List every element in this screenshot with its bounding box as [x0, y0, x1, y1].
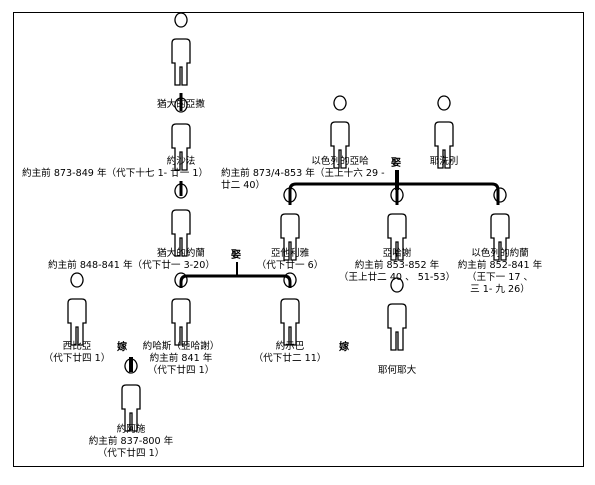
person-label-joram-israel: 以色列的約蘭約主前 852-841 年（王下一 17 、三 1- 九 26）	[457, 248, 543, 295]
wed-tag-jehosheba: 嫁	[339, 342, 349, 353]
person-label-ahab: 以色列的亞哈	[311, 156, 369, 167]
person-dates-jehoshaphat-2: 約主前 873/4-853 年（王上十六 29 -廿二 40）	[221, 168, 385, 191]
person-figure-ahaziah-judah	[171, 272, 191, 346]
person-label-ahaziah-israel: 亞哈謝約主前 853-852 年（王上廿二 40 、 51-53）	[338, 248, 456, 283]
link-joram-children	[179, 274, 292, 288]
person-label-jehoiada: 耶何耶大	[377, 365, 417, 376]
person-label-athaliah: 亞他利雅（代下廿一 6）	[256, 248, 324, 271]
person-figure-jehosheba	[280, 272, 300, 346]
person-label-jehoshaphat: 約沙法	[166, 156, 196, 167]
person-figure-zibiah	[67, 272, 87, 346]
person-dates-jehoshaphat: 約主前 873-849 年（代下十七 1- 廿一 1）	[22, 168, 209, 179]
person-label-jehosheba: 約示巴（代下廿二 11）	[253, 341, 327, 364]
person-figure-jezebel	[434, 95, 454, 169]
person-figure-ahab	[330, 95, 350, 169]
person-label-ahaziah-judah: 約哈斯（亞哈謝）約主前 841 年（代下廿四 1）	[142, 341, 220, 376]
marriage-tag-ahab: 娶	[391, 158, 401, 169]
person-label-asa: 猶大的亞撒	[157, 99, 205, 110]
person-figure-joram-israel	[490, 187, 510, 261]
person-figure-jehoiada	[387, 277, 407, 351]
marriage-tag-joram: 娶	[231, 250, 241, 261]
person-dates-judah-joram: 約主前 848-841 年（代下廿一 3-20）	[48, 260, 215, 271]
person-figure-asa	[171, 12, 191, 86]
person-label-zibiah: 西比亞（代下廿四 1）	[43, 341, 111, 364]
person-label-judah-joram: 猶大的約蘭	[157, 248, 205, 259]
wed-tag-zibiah: 嫁	[117, 342, 127, 353]
person-label-jezebel: 耶洗別	[429, 156, 459, 167]
diagram-frame	[13, 12, 584, 467]
person-label-joash: 約阿施約主前 837-800 年（代下廿四 1）	[88, 424, 174, 459]
